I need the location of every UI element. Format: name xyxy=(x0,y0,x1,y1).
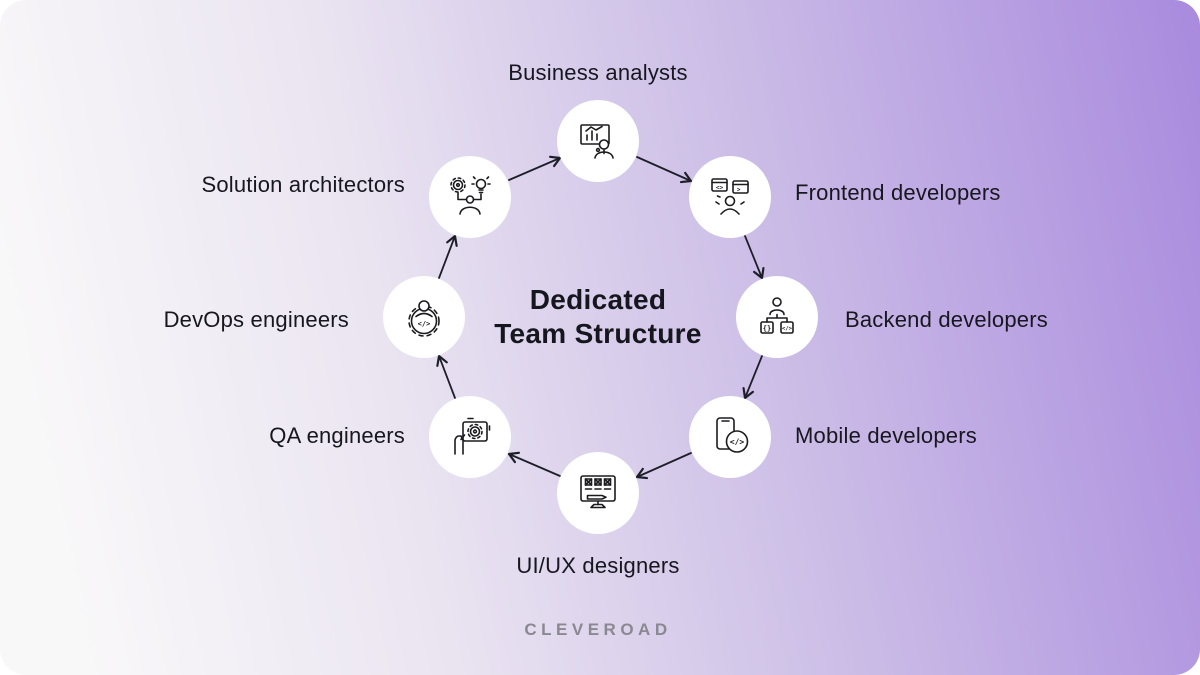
role-node-backend-developers: {} </> xyxy=(736,276,818,358)
role-label-devops-engineers: DevOps engineers xyxy=(163,307,349,332)
role-label-solution-architectors: Solution architectors xyxy=(201,172,405,197)
arrow-mobile-to-uiux xyxy=(635,452,692,480)
wireframe-monitor-pencil-icon xyxy=(580,475,616,509)
cleveroad-logo: CLEVEROAD xyxy=(524,620,672,639)
arrow-backend-to-mobile xyxy=(742,355,763,400)
svg-text:>_: >_ xyxy=(737,187,745,194)
role-label-mobile-developers: Mobile developers xyxy=(795,423,977,448)
page-title: Dedicated Team Structure xyxy=(418,283,778,351)
role-node-solution-architectors xyxy=(429,156,511,238)
role-label-business-analysts: Business analysts xyxy=(508,60,688,85)
title-line-2: Team Structure xyxy=(494,318,702,349)
svg-text:</>: </> xyxy=(730,438,745,447)
role-label-qa-engineers: QA engineers xyxy=(269,423,405,448)
role-node-mobile-developers: </> xyxy=(689,396,771,478)
smartphone-code-icon: </> xyxy=(716,417,749,453)
hand-tablet-gear-icon xyxy=(454,417,491,455)
svg-text:</>: </> xyxy=(418,320,431,328)
role-node-frontend-developers: <> >_ xyxy=(689,156,771,238)
svg-text:<>: <> xyxy=(716,185,724,192)
arrow-uiux-to-qa xyxy=(507,451,561,477)
svg-text:{}: {} xyxy=(763,325,771,333)
arrow-devops-to-solution xyxy=(438,234,458,279)
role-node-business-analysts xyxy=(557,100,639,182)
arrow-business-to-frontend xyxy=(636,156,693,184)
person-code-modules-icon: {} </> xyxy=(760,297,794,334)
presentation-chart-person-icon xyxy=(580,124,614,159)
role-label-frontend-developers: Frontend developers xyxy=(795,180,1001,205)
arrow-solution-to-business xyxy=(508,155,562,181)
person-gear-lightbulb-icon xyxy=(450,176,491,215)
title-line-1: Dedicated xyxy=(529,284,667,315)
svg-text:</>: </> xyxy=(782,326,793,332)
gear-person-code-icon: </> xyxy=(408,300,440,337)
role-label-backend-developers: Backend developers xyxy=(845,307,1048,332)
code-windows-person-icon: <> >_ xyxy=(711,178,749,215)
role-label-uiux-designers: UI/UX designers xyxy=(516,553,680,578)
arrow-frontend-to-backend xyxy=(744,235,765,280)
arrow-qa-to-devops xyxy=(436,354,456,399)
role-node-devops-engineers: </> xyxy=(383,276,465,358)
role-node-uiux-designers xyxy=(557,452,639,534)
role-node-qa-engineers xyxy=(429,396,511,478)
